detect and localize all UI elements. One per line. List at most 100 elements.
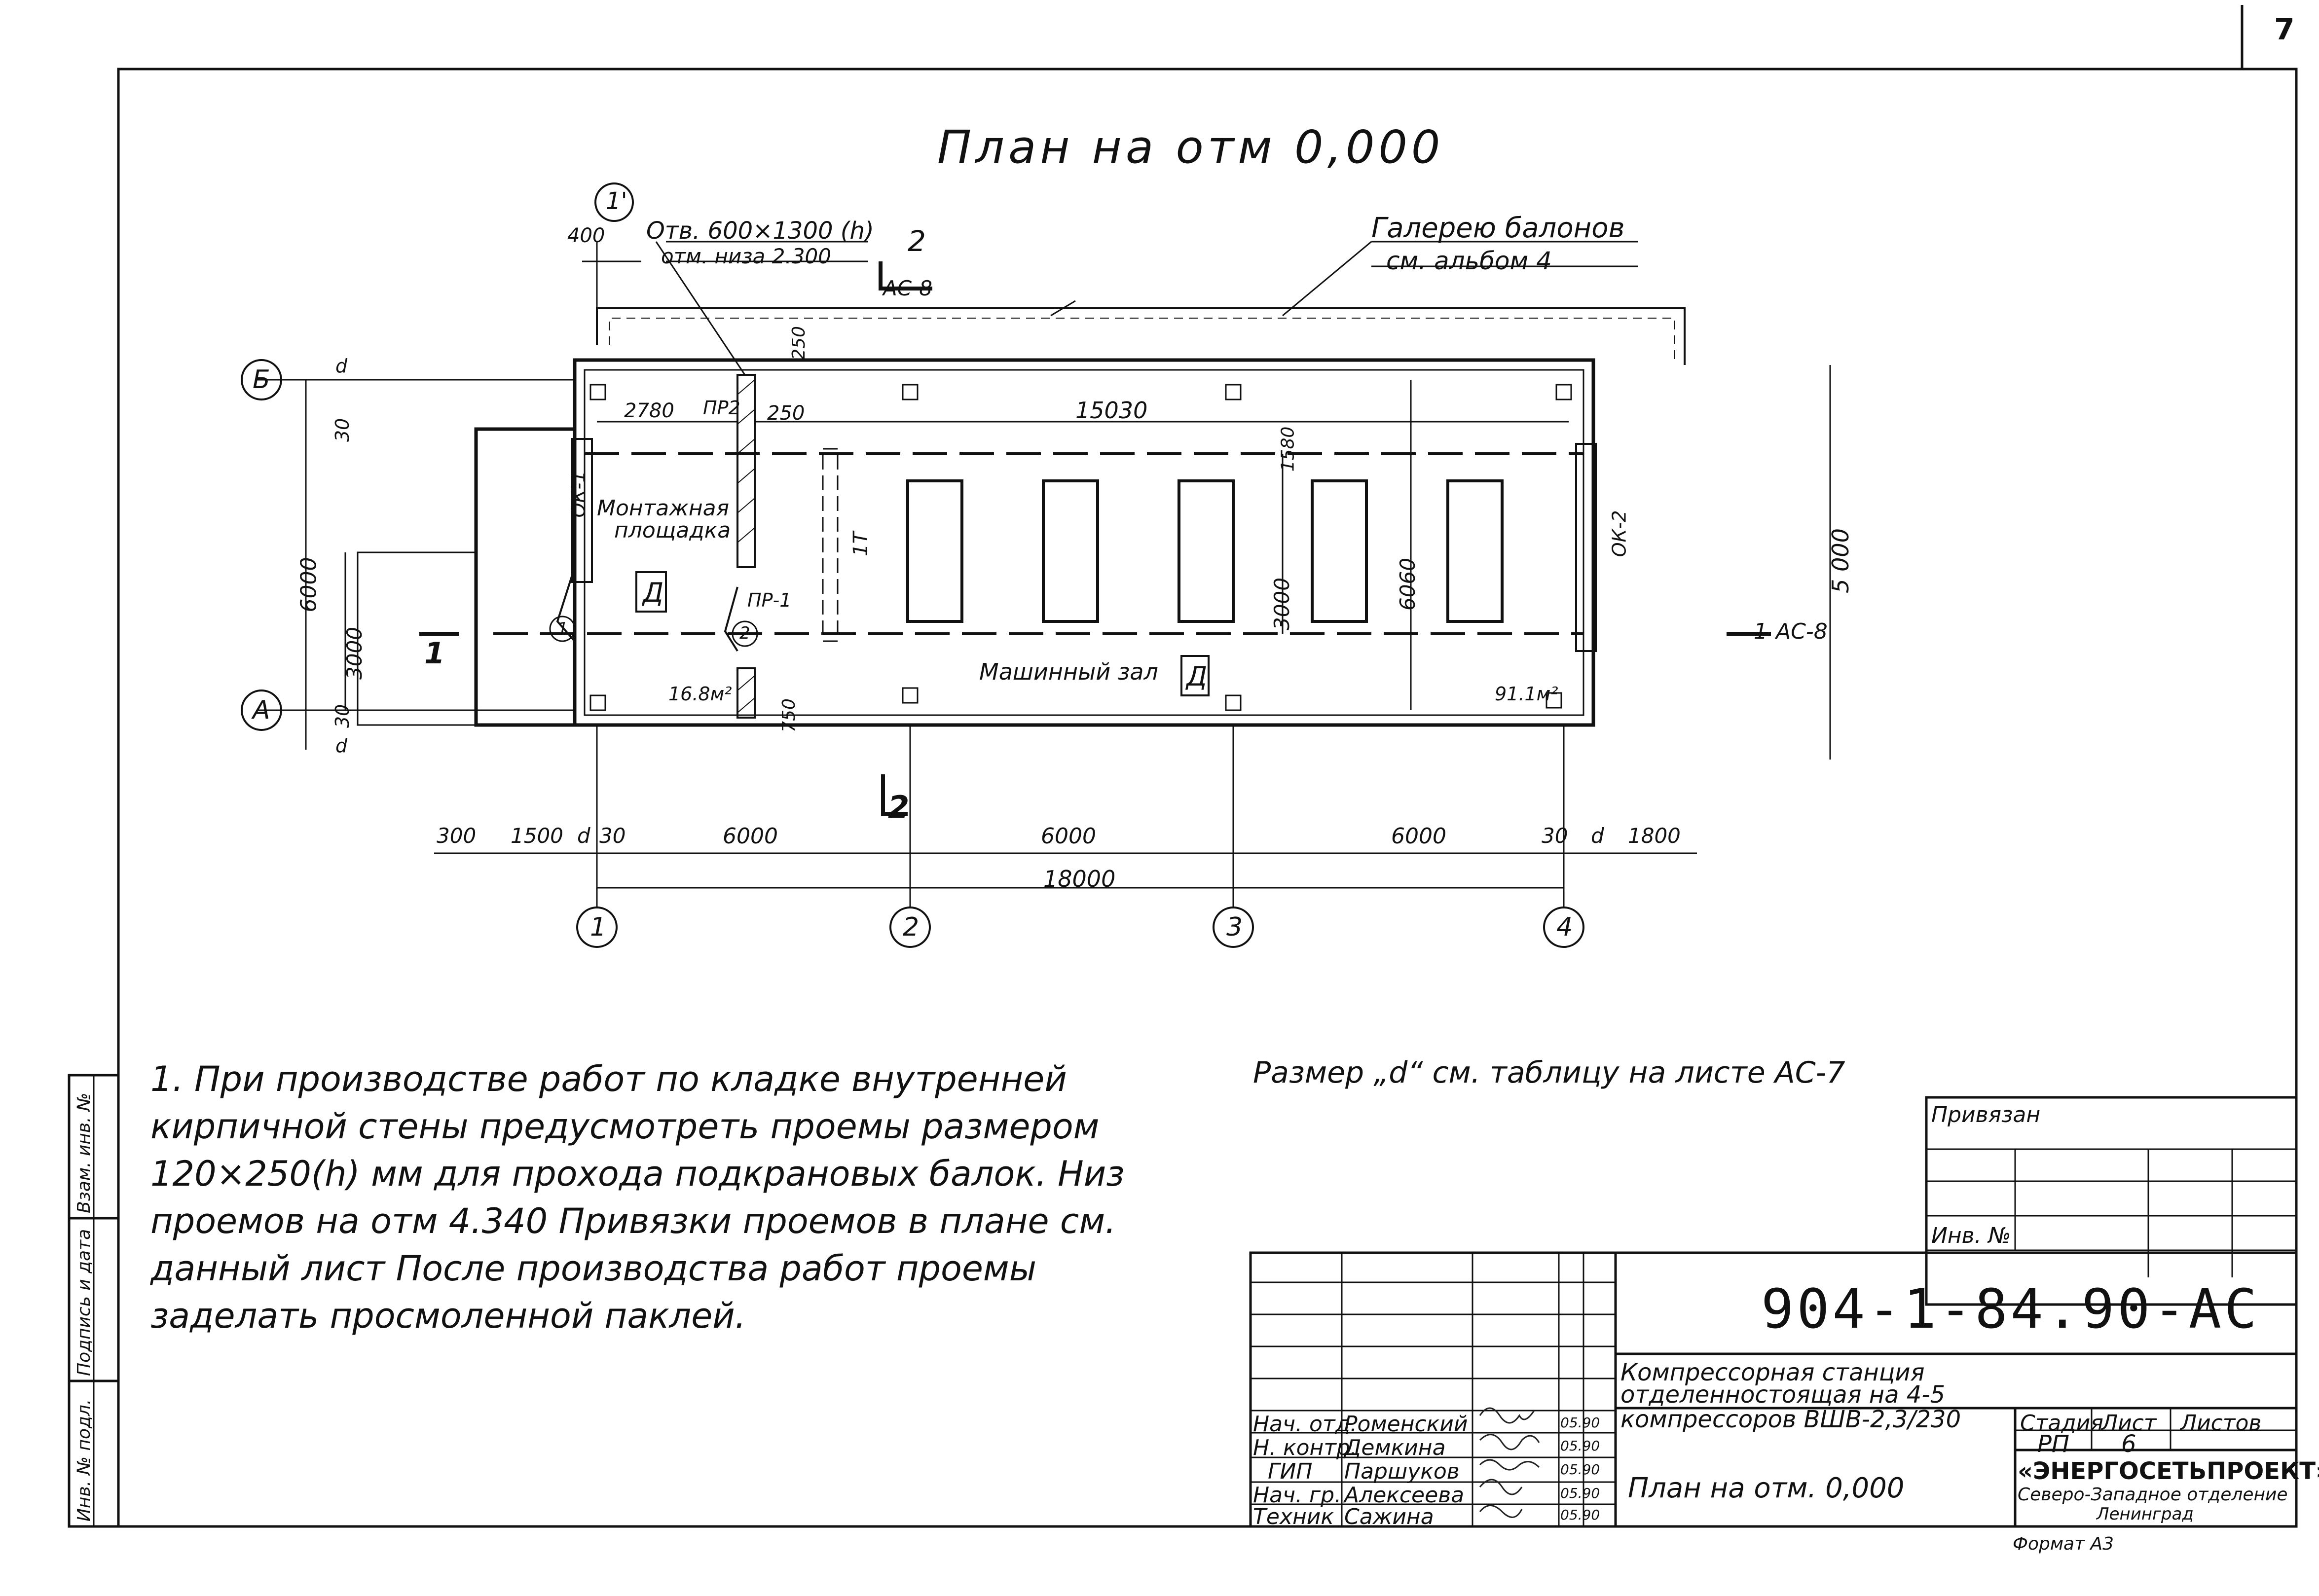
axis-label-1: 1 xyxy=(590,912,607,942)
tb-sheet-value: 6 xyxy=(2121,1430,2136,1458)
staff-date: 05.90 xyxy=(1560,1438,1600,1454)
opening-pr2-label: ПР2 xyxy=(703,397,740,419)
tb-org-division: Северо-Западное отделение xyxy=(2018,1485,2288,1505)
staff-role: Н. контр. xyxy=(1253,1435,1357,1460)
staff-date: 05.90 xyxy=(1560,1485,1600,1501)
axis-label-4: 4 xyxy=(1556,912,1573,942)
dim-total-18000: 18000 xyxy=(1043,866,1116,892)
dim-1580: 1580 xyxy=(1278,426,1298,472)
section-bottom-number: 2 xyxy=(888,789,910,825)
dim-bottom-1800: 1800 xyxy=(1628,824,1681,848)
room-category-montage: Д xyxy=(643,577,664,608)
tb-org-name: «ЭНЕРГОСЕТЬПРОЕКТ» xyxy=(2018,1457,2319,1485)
room-name-hall: Машинный зал xyxy=(979,658,1158,685)
opening-pr1-label: ПР-1 xyxy=(747,589,792,611)
dim-bottom-d-left: d xyxy=(577,824,590,848)
dim-d-top: d xyxy=(335,355,348,377)
section-left-number: 1 xyxy=(424,636,445,671)
tb-sheets-header: Листов xyxy=(2180,1411,2262,1436)
outer-wall xyxy=(573,358,1595,727)
staff-date: 05.90 xyxy=(1560,1461,1600,1478)
floor-plan xyxy=(241,182,1831,948)
axis-label-b: Б xyxy=(253,365,270,395)
section-top-number: 2 xyxy=(908,224,926,258)
staff-name: Сажина xyxy=(1344,1504,1434,1529)
staff-role: Нач. отд. xyxy=(1253,1412,1357,1437)
window-ok2-label: ОК-2 xyxy=(1608,510,1630,557)
tb-stage-header: Стадия xyxy=(2020,1411,2103,1436)
opening-bottom-callout: отм. низа 2.300 xyxy=(661,244,831,268)
axis-label-a: А xyxy=(253,695,270,725)
staff-name: Паршуков xyxy=(1344,1459,1460,1484)
side-stamp-podpis: Подпись и дата xyxy=(74,1229,94,1376)
axis-label-3: 3 xyxy=(1226,912,1243,942)
staff-role: ГИП xyxy=(1268,1459,1313,1484)
tb-sheet-title: План на отм. 0,000 xyxy=(1628,1472,1905,1504)
tb-sheet-header: Лист xyxy=(2101,1411,2157,1436)
dim-30-bottom: 30 xyxy=(331,704,354,728)
tb-org-city: Ленинград xyxy=(2097,1504,2194,1524)
gallery-callout-2: см. альбом 4 xyxy=(1386,247,1552,275)
room-name-montage-2: площадка xyxy=(614,518,731,543)
tb-stage-value: РП xyxy=(2037,1430,2070,1458)
dim-250: 250 xyxy=(767,402,805,425)
general-note-text: 1. При производстве работ по кладке внут… xyxy=(150,1059,1125,1336)
dim-6000-vertical: 6000 xyxy=(296,557,322,613)
axis-label-top: 1' xyxy=(606,187,627,215)
dim-bottom-6000-2: 6000 xyxy=(1041,824,1096,849)
door-bubble-1: 1 xyxy=(557,619,568,639)
opening-callout: Отв. 600×1300 (h) xyxy=(646,217,874,245)
dim-bottom-6000-3: 6000 xyxy=(1391,824,1446,849)
tb-privyazan: Привязан xyxy=(1931,1102,2041,1127)
general-note: 1. При производстве работ по кладке внут… xyxy=(150,1055,1137,1340)
tb-project-2: отделенностоящая на 4-5 xyxy=(1620,1381,1946,1409)
side-stamp-vzam: Взам. инв. № xyxy=(74,1092,94,1213)
door-bubble-2: 2 xyxy=(739,623,750,643)
staff-role: Техник xyxy=(1253,1504,1334,1529)
axis-label-2: 2 xyxy=(903,912,920,942)
document-code: 904-1-84.90-АС xyxy=(1761,1277,2260,1341)
dim-bottom-1500: 1500 xyxy=(511,824,563,848)
dim-6060: 6060 xyxy=(1395,558,1420,611)
tb-inv-no: Инв. № xyxy=(1931,1223,2011,1248)
staff-date: 05.90 xyxy=(1560,1415,1600,1431)
dim-750: 750 xyxy=(778,698,799,732)
dim-bottom-6000-1: 6000 xyxy=(723,824,778,849)
window-ok1-label: ОК-1 xyxy=(567,471,589,518)
tb-project-1: Компрессорная станция xyxy=(1620,1359,1925,1386)
gallery-callout-1: Галерею балонов xyxy=(1371,212,1625,244)
section-right-number: 1 xyxy=(1754,619,1767,644)
dim-d-bottom: d xyxy=(335,735,348,757)
crane-label: 1Т xyxy=(849,532,872,556)
dim-3000-center: 3000 xyxy=(1269,578,1294,630)
dim-15030: 15030 xyxy=(1075,397,1148,424)
side-stamp-inv-podl: Инв. № подл. xyxy=(74,1399,94,1522)
size-reference-note: Размер „d“ см. таблицу на листе АС-7 xyxy=(1253,1055,1845,1090)
plan-title: План на отм 0,000 xyxy=(937,121,1444,174)
staff-date: 05.90 xyxy=(1560,1507,1600,1523)
room-area-montage: 16.8м² xyxy=(668,683,732,705)
room-name-montage-1: Монтажная xyxy=(597,496,730,521)
section-right-ref: АС-8 xyxy=(1776,619,1828,644)
staff-name: Роменский xyxy=(1344,1412,1468,1437)
staff-role: Нач. гр. xyxy=(1253,1483,1342,1508)
dim-bottom-30-left: 30 xyxy=(599,824,626,848)
room-category-hall: Д xyxy=(1186,661,1208,692)
sheet-frame xyxy=(117,68,2298,1528)
dim-250-vertical: 250 xyxy=(788,326,809,360)
section-top-ref: АС-8 xyxy=(883,276,932,300)
sheet-number: 7 xyxy=(2274,12,2295,47)
room-area-hall: 91.1м² xyxy=(1495,683,1558,705)
dim-400: 400 xyxy=(567,224,605,247)
dim-bottom-300: 300 xyxy=(437,824,477,848)
dim-5000: 5 000 xyxy=(1827,528,1854,593)
dim-30-top: 30 xyxy=(331,418,354,442)
dim-bottom-d-right: d xyxy=(1591,824,1604,848)
title-block xyxy=(1249,1096,2298,1528)
dim-2780: 2780 xyxy=(624,399,674,422)
dim-bottom-30-right: 30 xyxy=(1542,824,1568,848)
tb-format: Формат А3 xyxy=(2013,1534,2114,1554)
tb-project-3: компрессоров ВШВ-2,3/230 xyxy=(1620,1406,1961,1433)
dim-3000-vertical: 3000 xyxy=(342,627,367,680)
